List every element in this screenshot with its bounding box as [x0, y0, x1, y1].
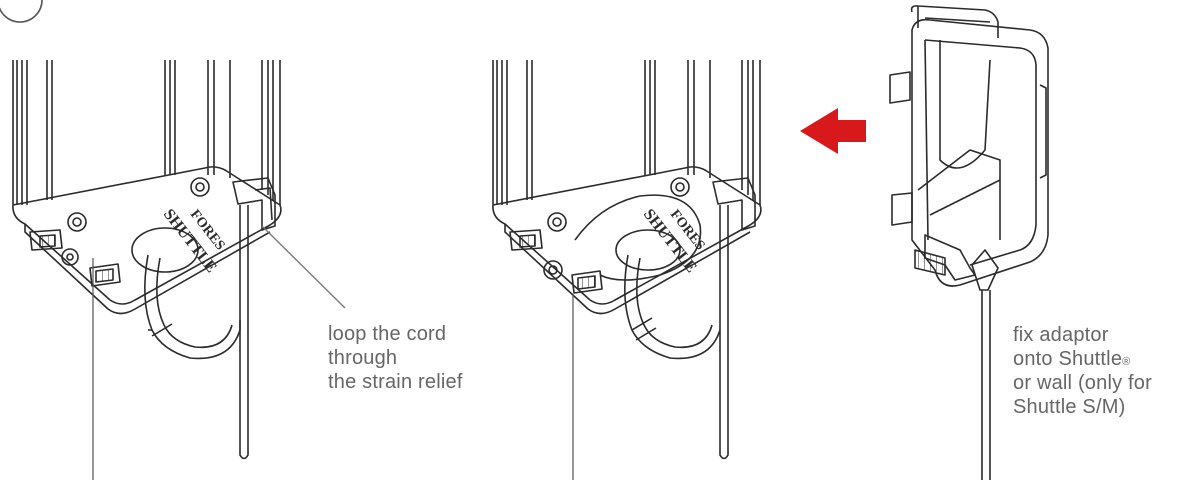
- registered-mark: ®: [1122, 356, 1131, 368]
- brand-logo-left: FORES SHUTTLE: [160, 206, 228, 276]
- caption-right-line-2-text: onto Shuttle: [1013, 348, 1123, 370]
- caption-left-line-2: through: [328, 347, 398, 369]
- shuttle-device-left: [12, 60, 282, 480]
- caption-left-line-3: the strain relief: [328, 371, 463, 393]
- shuttle-device-middle: [492, 60, 762, 480]
- caption-right-line-4: Shuttle S/M): [1013, 396, 1126, 418]
- caption-strain-relief: loop the cord through the strain relief: [328, 322, 463, 394]
- arrow-left-icon: [800, 108, 866, 154]
- caption-left-line-1: loop the cord: [328, 323, 447, 345]
- step-circle-icon: [0, 0, 43, 23]
- caption-fix-adaptor: fix adaptor onto Shuttle® or wall (only …: [1013, 323, 1152, 419]
- power-adaptor: [889, 5, 1049, 480]
- caption-right-line-2: onto Shuttle®: [1013, 347, 1152, 371]
- leader-line-left: [261, 225, 346, 309]
- caption-right-line-1: fix adaptor: [1013, 324, 1109, 346]
- caption-right-line-3: or wall (only for: [1013, 372, 1152, 394]
